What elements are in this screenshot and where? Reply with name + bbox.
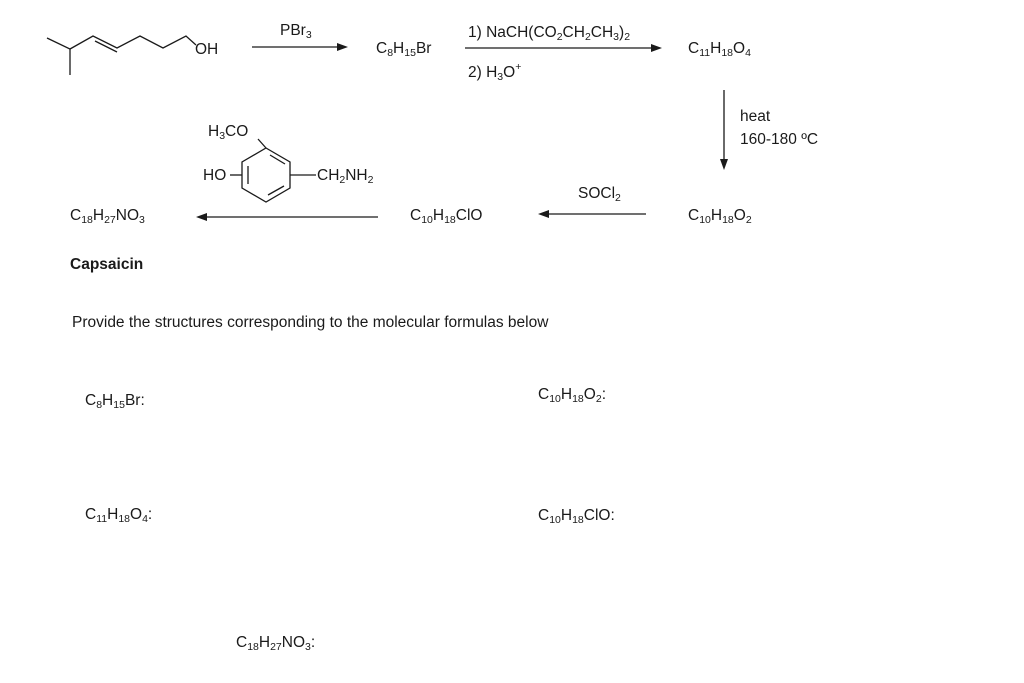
- arrow-socl2: [538, 210, 646, 218]
- reagent-pbr3: PBr3: [280, 22, 312, 41]
- formula-c11h18o4: C11H18O4: [688, 40, 751, 59]
- arrow-heat: [720, 90, 728, 170]
- answer-label-c8h15br: C8H15Br:: [85, 392, 145, 411]
- answer-label-c10h18clo: C10H18ClO:: [538, 507, 615, 526]
- formula-c10h18o2: C10H18O2: [688, 207, 752, 226]
- heat-label: heat: [740, 108, 771, 125]
- vanillylamine-ring: [230, 138, 316, 203]
- product-name-capsaicin: Capsaicin: [70, 256, 144, 273]
- answer-label-c11h18o4: C11H18O4:: [85, 506, 153, 525]
- formula-c18h27no3: C18H27NO3: [70, 207, 145, 226]
- formula-c8h15br: C8H15Br: [376, 40, 432, 59]
- arrow-pbr3: [252, 43, 348, 51]
- reagent-malonate-step1: 1) NaCH(CO2CH2CH3)2: [468, 24, 631, 43]
- temperature-label: 160-180 ºC: [740, 131, 819, 148]
- amine-methoxy-label: H3CO: [207, 123, 250, 142]
- arrow-malonate: [465, 44, 662, 52]
- reagent-malonate-step2: 2) H3O+: [468, 61, 522, 83]
- starting-material-skeleton: [46, 35, 197, 75]
- answer-label-c10h18o2: C10H18O2:: [538, 386, 606, 405]
- question-prompt: Provide the structures corresponding to …: [72, 314, 549, 331]
- reagent-socl2: SOCl2: [578, 185, 621, 204]
- start-oh-label: OH: [195, 41, 219, 58]
- arrow-amine: [196, 213, 378, 221]
- answer-label-c18h27no3: C18H27NO3:: [236, 634, 316, 653]
- formula-c10h18clo: C10H18ClO: [410, 207, 483, 226]
- amine-aminomethyl-label: CH2NH2: [316, 167, 375, 186]
- amine-hydroxy-label: HO: [202, 167, 228, 184]
